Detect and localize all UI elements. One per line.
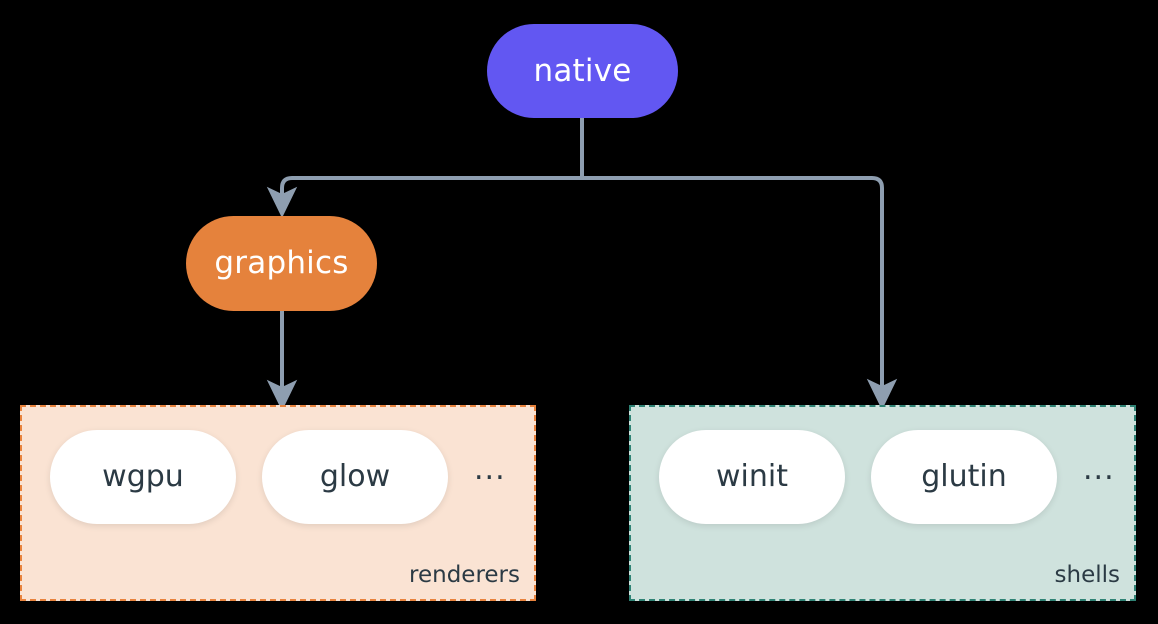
node-native[interactable]: native <box>487 24 678 118</box>
pill-glutin[interactable]: glutin <box>871 430 1057 524</box>
group-renderers-label: renderers <box>409 562 520 588</box>
node-graphics-label: graphics <box>214 245 349 281</box>
pill-winit-label: winit <box>716 459 788 494</box>
group-renderers-items: wgpu glow ... <box>50 430 506 524</box>
group-shells: winit glutin ... shells <box>629 405 1136 601</box>
pill-wgpu-label: wgpu <box>102 459 184 494</box>
edge-native-to-graphics <box>266 176 584 219</box>
shells-more-ellipsis: ... <box>1083 452 1115 487</box>
pill-glow-label: glow <box>319 459 391 494</box>
pill-winit[interactable]: winit <box>659 430 845 524</box>
node-native-label: native <box>533 52 632 89</box>
pill-glow[interactable]: glow <box>262 430 448 524</box>
pill-wgpu[interactable]: wgpu <box>50 430 236 524</box>
pill-glutin-label: glutin <box>921 459 1007 494</box>
edge-native-to-shells <box>580 176 898 411</box>
group-shells-label: shells <box>1054 562 1120 588</box>
group-renderers: wgpu glow ... renderers <box>20 405 536 601</box>
group-shells-items: winit glutin ... <box>659 430 1115 524</box>
node-graphics[interactable]: graphics <box>186 216 377 311</box>
renderers-more-ellipsis: ... <box>474 452 506 487</box>
